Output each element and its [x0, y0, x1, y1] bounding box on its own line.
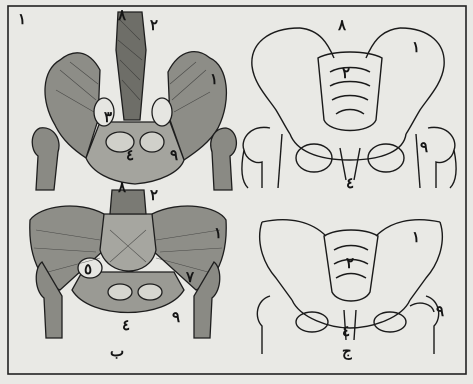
label-tl-a: ١	[18, 12, 26, 27]
label-tr-e: ٤	[346, 176, 354, 191]
label-bl-h: ب	[110, 344, 124, 359]
label-tl-b: ٨	[118, 8, 126, 23]
label-tr-d: ٩	[420, 140, 428, 155]
label-bl-f: ٤	[122, 318, 130, 333]
pelvis-top-left	[32, 12, 236, 190]
label-br-a: ١	[412, 230, 420, 245]
label-br-e: ج	[342, 344, 352, 359]
label-bl-d: ٥	[84, 262, 92, 277]
label-tr-a: ٨	[338, 18, 346, 33]
label-bl-g: ٩	[172, 310, 180, 325]
label-bl-c: ١	[214, 226, 222, 241]
label-bl-e: ٧	[186, 270, 194, 285]
label-tr-c: ١	[412, 40, 420, 55]
label-br-d: ٤	[342, 324, 350, 339]
label-br-c: ٩	[436, 304, 444, 319]
label-bl-a: ٨	[118, 180, 126, 195]
label-tr-b: ٢	[342, 66, 350, 81]
pelvis-top-right	[242, 28, 456, 188]
label-tl-f: ٤	[126, 148, 134, 163]
label-tl-g: ٩	[170, 148, 178, 163]
label-br-b: ٢	[346, 256, 354, 271]
label-bl-b: ٢	[150, 188, 158, 203]
label-tl-d: ١	[210, 72, 218, 87]
label-tl-c: ٢	[150, 18, 158, 33]
label-tl-e: ٣	[104, 110, 112, 125]
